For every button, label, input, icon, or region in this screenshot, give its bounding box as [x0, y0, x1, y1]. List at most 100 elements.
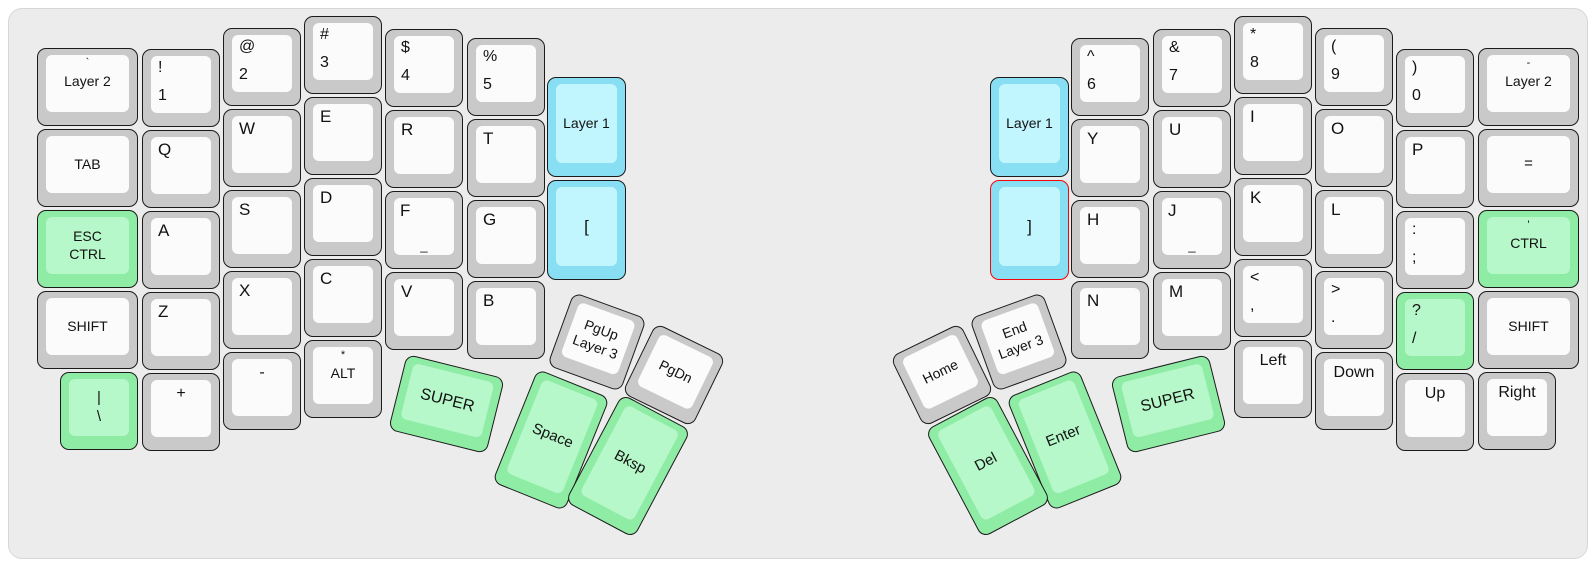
key-label: Bksp: [611, 446, 649, 478]
key-label: I: [1250, 107, 1255, 126]
key-y[interactable]: Y: [1071, 119, 1149, 197]
key-asterisk-8[interactable]: *8: [1234, 16, 1312, 94]
key-layer1-right[interactable]: Layer 1: [990, 77, 1069, 177]
key-quote-ctrl[interactable]: 'CTRL: [1478, 210, 1579, 288]
key-question-slash[interactable]: ?/: [1396, 292, 1474, 370]
key-paren-9[interactable]: (9: [1315, 28, 1393, 106]
key-label: ]: [1027, 216, 1032, 236]
keycap-top: SUPER: [1120, 362, 1215, 439]
key-label: ': [1527, 219, 1530, 231]
key-x[interactable]: X: [223, 271, 301, 349]
key-label: Down: [1333, 364, 1375, 381]
key-label: /: [1412, 330, 1417, 347]
key-label: T: [483, 129, 494, 148]
key-label: N: [1087, 291, 1100, 310]
key-label: 8: [1250, 54, 1259, 71]
keycap-top: M: [1162, 279, 1222, 336]
key-hash-3[interactable]: #3: [304, 16, 382, 94]
key-lbracket[interactable]: [: [547, 180, 626, 280]
key-label: F: [400, 201, 411, 220]
keycap-top: Down: [1324, 359, 1384, 416]
key-label: Y: [1087, 129, 1099, 148]
key-lt-comma[interactable]: <,: [1234, 259, 1312, 337]
keycap-top: R: [394, 117, 454, 174]
key-i[interactable]: I: [1234, 97, 1312, 175]
keycap-top: B: [476, 288, 536, 345]
key-label: Space: [529, 420, 576, 452]
key-label: &: [1169, 39, 1180, 56]
keycap-top: I: [1243, 104, 1303, 161]
key-percent-5[interactable]: %5: [467, 38, 545, 116]
key-s[interactable]: S: [223, 190, 301, 268]
key-r[interactable]: R: [385, 110, 463, 188]
keycap-top: T: [476, 126, 536, 183]
key-n[interactable]: N: [1071, 281, 1149, 359]
key-e[interactable]: E: [304, 97, 382, 175]
key-p[interactable]: P: [1396, 130, 1474, 208]
key-arrow-up[interactable]: Up: [1396, 373, 1474, 451]
key-q[interactable]: Q: [142, 130, 220, 208]
key-arrow-down[interactable]: Down: [1315, 352, 1393, 430]
key-z[interactable]: Z: [142, 292, 220, 370]
key-paren-0[interactable]: )0: [1396, 49, 1474, 127]
key-amp-7[interactable]: &7: [1153, 29, 1231, 107]
keycap-top: F_: [394, 198, 454, 255]
key-dollar-4[interactable]: $4: [385, 29, 463, 107]
key-equals[interactable]: =: [1478, 129, 1579, 207]
keycap-top: D: [313, 185, 373, 242]
key-caret-6[interactable]: ^6: [1071, 38, 1149, 116]
key-tab[interactable]: TAB: [37, 129, 138, 207]
key-colon-semicolon[interactable]: :;: [1396, 211, 1474, 289]
key-gt-period[interactable]: >.: [1315, 271, 1393, 349]
keycap-top: +: [151, 380, 211, 437]
key-dash-layer2[interactable]: -Layer 2: [1478, 48, 1579, 126]
key-v[interactable]: V: [385, 272, 463, 350]
keycap-top: )0: [1405, 56, 1465, 113]
keycap-top: @2: [232, 35, 292, 92]
key-at-2[interactable]: @2: [223, 28, 301, 106]
key-c[interactable]: C: [304, 259, 382, 337]
key-exclam-1[interactable]: !1: [142, 49, 220, 127]
keycap-top: `Layer 2: [46, 55, 129, 112]
key-arrow-right[interactable]: Right: [1478, 372, 1556, 450]
key-t[interactable]: T: [467, 119, 545, 197]
key-b[interactable]: B: [467, 281, 545, 359]
key-arrow-left[interactable]: Left: [1234, 340, 1312, 418]
key-label: ): [1412, 59, 1418, 76]
key-label: CTRL: [69, 245, 106, 262]
keycap-top: L: [1324, 197, 1384, 254]
key-rbracket[interactable]: ]: [990, 180, 1069, 280]
keycap-top: (9: [1324, 35, 1384, 92]
key-a[interactable]: A: [142, 211, 220, 289]
key-minus[interactable]: -: [223, 352, 301, 430]
key-g[interactable]: G: [467, 200, 545, 278]
key-plus[interactable]: +: [142, 373, 220, 451]
key-layer1-left[interactable]: Layer 1: [547, 77, 626, 177]
key-asterisk-alt[interactable]: *ALT: [304, 340, 382, 418]
key-d[interactable]: D: [304, 178, 382, 256]
key-k[interactable]: K: [1234, 178, 1312, 256]
key-shift-right[interactable]: SHIFT: [1478, 291, 1579, 369]
key-o[interactable]: O: [1315, 109, 1393, 187]
key-shift-left[interactable]: SHIFT: [37, 291, 138, 369]
keycap-top: SHIFT: [1487, 298, 1570, 355]
key-label: ;: [1412, 249, 1417, 266]
key-f[interactable]: F_: [385, 191, 463, 269]
key-label: 9: [1331, 66, 1340, 83]
key-label: 4: [401, 67, 410, 84]
key-l[interactable]: L: [1315, 190, 1393, 268]
key-w[interactable]: W: [223, 109, 301, 187]
key-m[interactable]: M: [1153, 272, 1231, 350]
key-u[interactable]: U: [1153, 110, 1231, 188]
key-pipe-backslash[interactable]: |\: [60, 372, 138, 450]
key-label: -: [1526, 57, 1531, 69]
key-label: 6: [1087, 76, 1096, 93]
homing-bump-indicator: _: [1188, 238, 1196, 253]
keycap-top: Layer 1: [556, 84, 617, 163]
key-grave-layer2[interactable]: `Layer 2: [37, 48, 138, 126]
key-j[interactable]: J_: [1153, 191, 1231, 269]
key-h[interactable]: H: [1071, 200, 1149, 278]
keycap-top: $4: [394, 36, 454, 93]
